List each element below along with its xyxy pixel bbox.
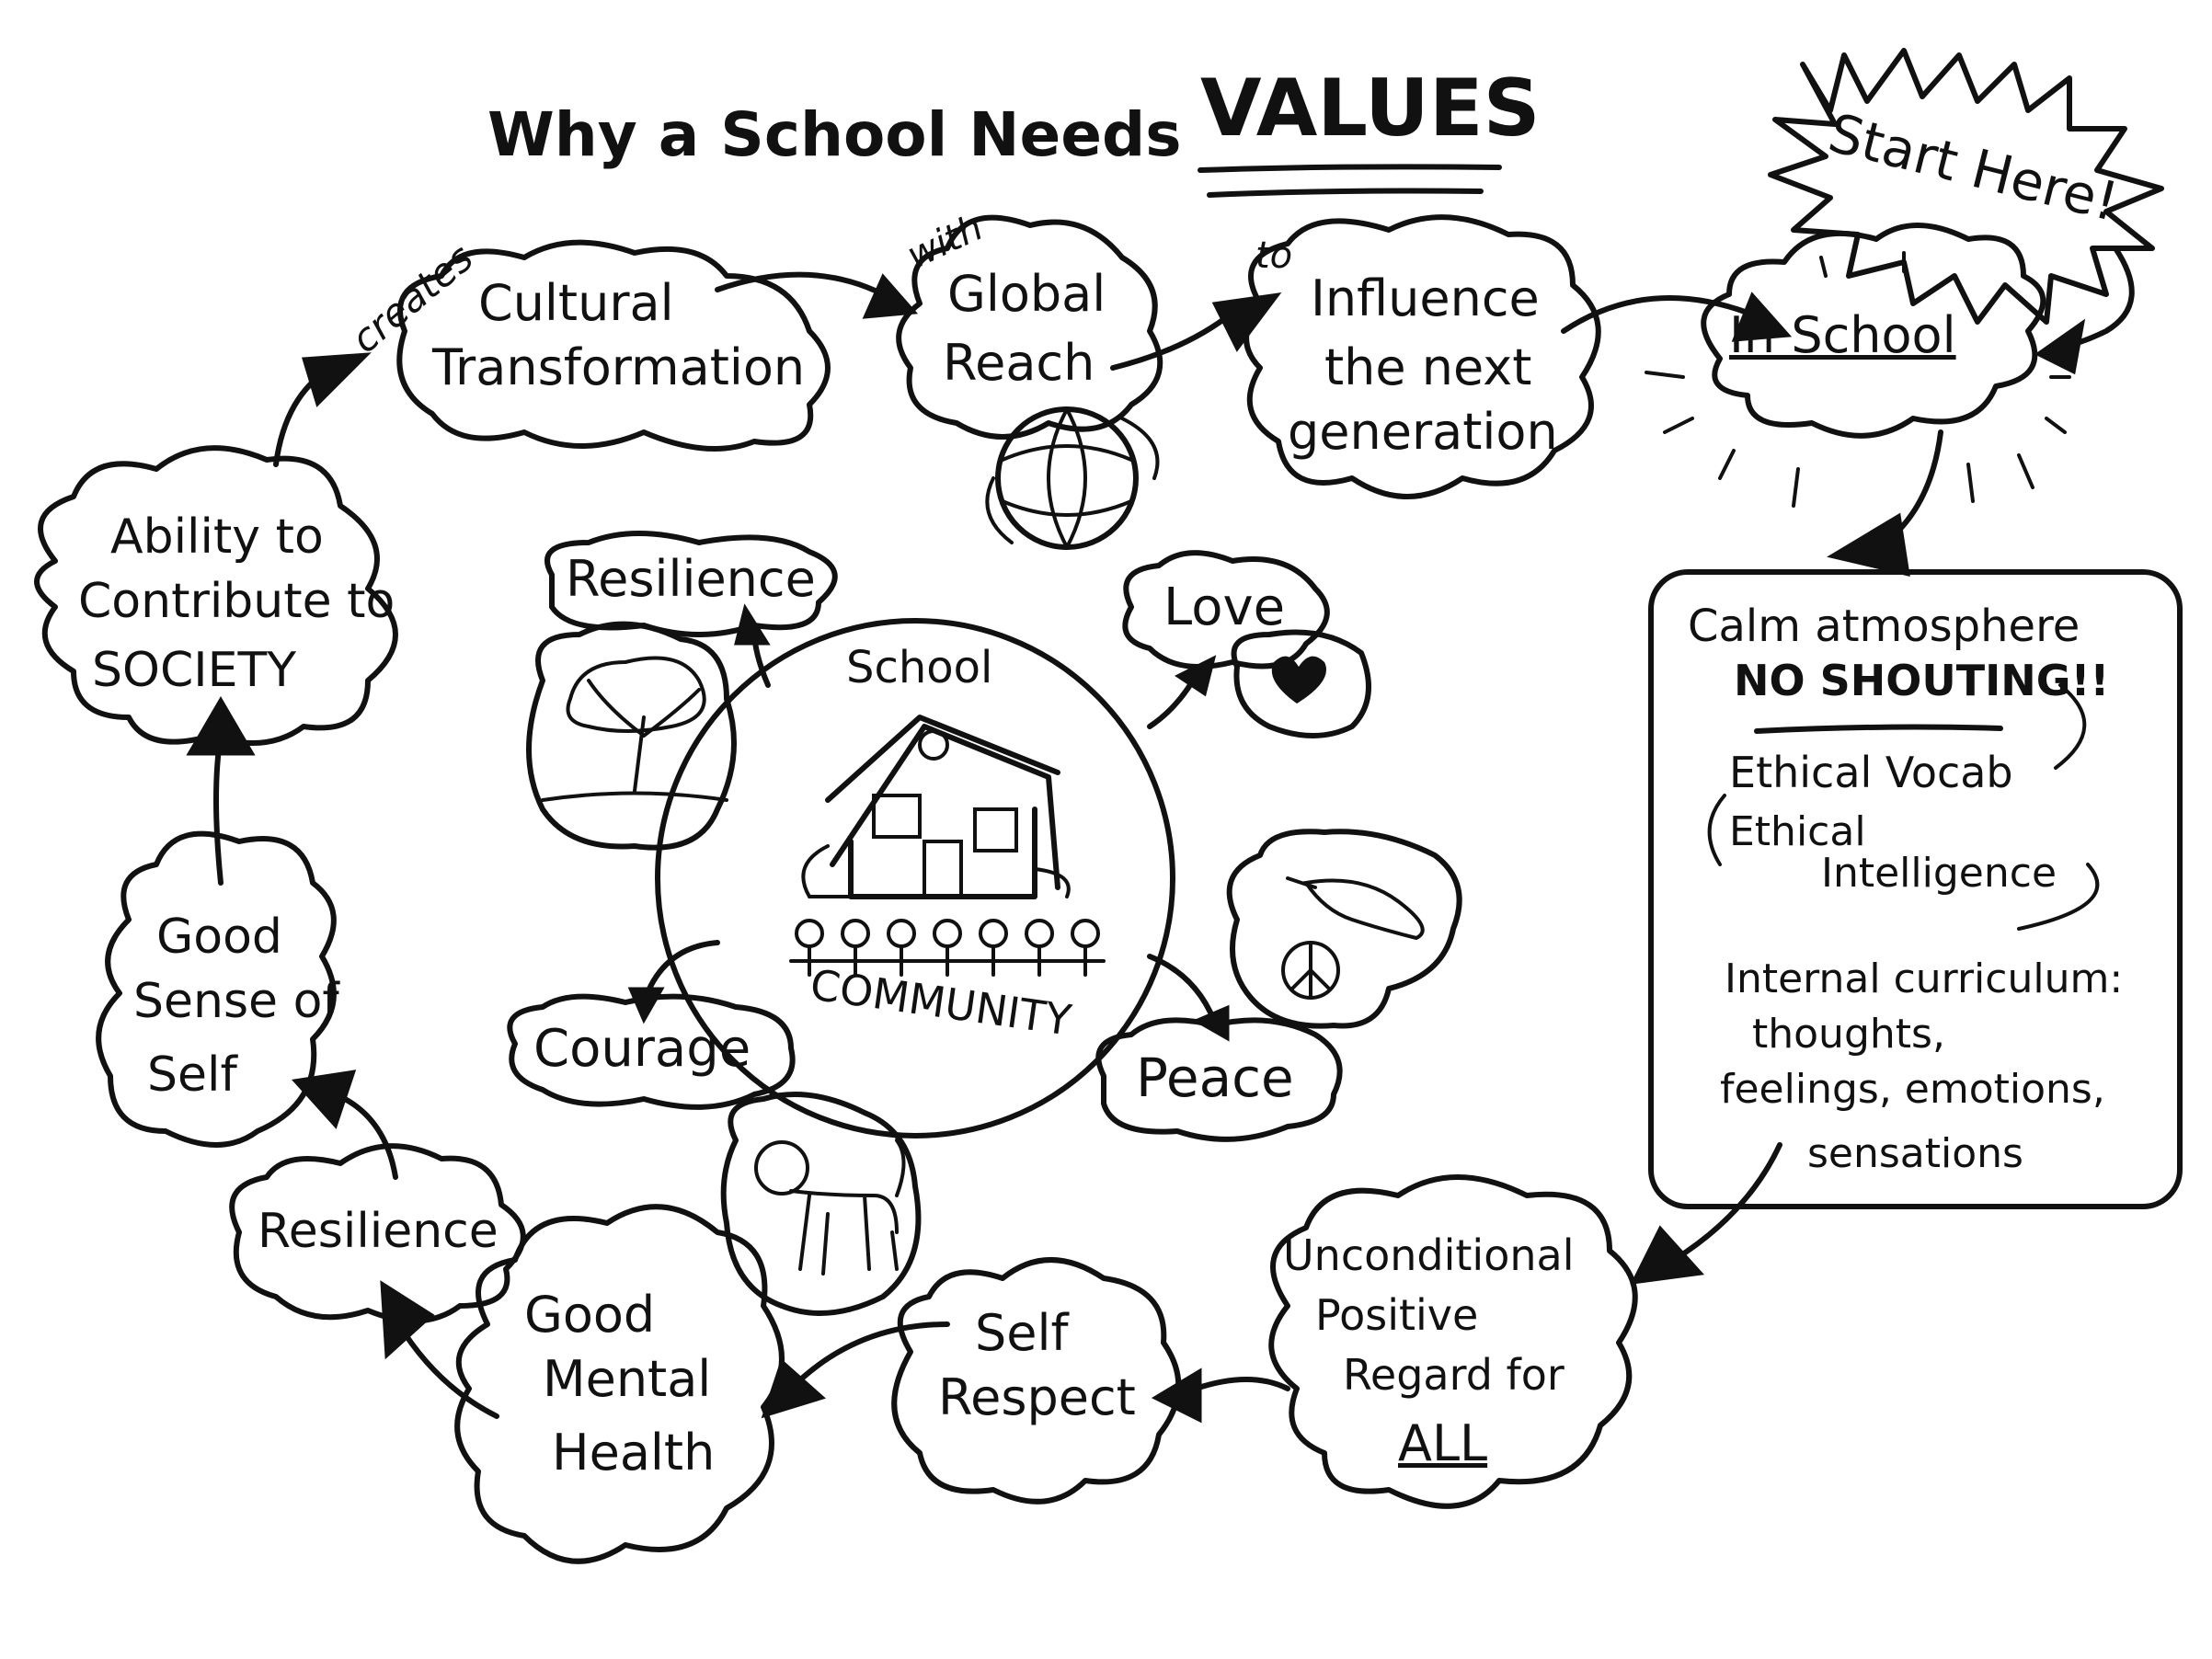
- society-line-1: Ability to: [110, 509, 324, 565]
- unconditional-line-2: Positive: [1315, 1290, 1479, 1340]
- sense-of-self-cloud: [96, 830, 337, 1148]
- box-divider: [1754, 724, 2003, 734]
- dove-icon: [1286, 876, 1425, 941]
- box-line-9: sensations: [1807, 1130, 2023, 1177]
- tree-icon: [541, 656, 728, 802]
- mental-health-line-1: Good: [524, 1286, 656, 1344]
- globe-orbit-arrows: [985, 417, 1160, 544]
- global-line-1: Global: [947, 265, 1106, 323]
- community-figures: [789, 919, 1106, 977]
- unconditional-line-4: ALL: [1398, 1414, 1488, 1472]
- mental-health-line-3: Health: [552, 1424, 716, 1482]
- arrow-soc-cult-head: [302, 352, 372, 407]
- global-cloud: [896, 214, 1163, 440]
- box-curl-2: [1707, 794, 1726, 866]
- values-box: [1648, 569, 2183, 1209]
- start-arrow-head: [2034, 318, 2086, 375]
- heart-icon: [1271, 656, 1326, 704]
- to-connector: to: [1255, 235, 1293, 277]
- value-courage-label: Courage: [533, 1019, 751, 1079]
- box-curl-1: [2054, 683, 2087, 770]
- resilience-cycle-label: Resilience: [258, 1204, 499, 1259]
- sense-of-self-line-2: Sense of: [133, 974, 339, 1029]
- title-underline: [1198, 164, 1502, 173]
- mental-health-line-2: Mental: [543, 1350, 712, 1408]
- school-house-icon: [801, 715, 1071, 899]
- arrow-ur-sr: [1193, 1377, 1290, 1391]
- tree-bubble: [526, 621, 737, 851]
- diagram-title: Why a School Needs: [487, 99, 1182, 170]
- love-value-cloud: [1122, 550, 1330, 669]
- arrow-cult-glob-head: [862, 273, 919, 319]
- self-respect-cloud: [891, 1257, 1182, 1505]
- start-here-starburst: [1768, 48, 2164, 325]
- title-underline-2: [1207, 188, 1484, 198]
- box-line-7: thoughts,: [1752, 1011, 1945, 1058]
- arrow-res-self: [342, 1096, 398, 1180]
- box-line-3: Ethical Vocab: [1729, 748, 2013, 797]
- society-line-3: SOCIETY: [92, 643, 296, 698]
- heart-bubble: [1231, 629, 1371, 738]
- sense-of-self-line-1: Good: [156, 910, 282, 965]
- diagram-title-emphasis: VALUES: [1200, 63, 1541, 154]
- box-curl-3: [2017, 863, 2100, 931]
- arrow-infl-school-head: [1731, 292, 1793, 342]
- society-cloud: [34, 445, 398, 746]
- in-school-cloud: [1701, 223, 2046, 439]
- unconditional-line-1: Unconditional: [1283, 1230, 1575, 1280]
- lion-icon: [754, 1138, 906, 1276]
- center-school-label: School: [846, 642, 993, 693]
- in-school-rays: [1645, 251, 2071, 508]
- arrow-to-peace: [1147, 954, 1217, 1024]
- self-respect-line-2: Respect: [938, 1368, 1136, 1426]
- global-line-2: Reach: [943, 334, 1095, 392]
- cultural-cloud: [396, 239, 831, 452]
- arrow-glob-infl: [1110, 310, 1235, 371]
- arrow-mh-res: [402, 1331, 499, 1419]
- influence-line-1: Influence: [1311, 269, 1540, 327]
- unconditional-cloud: [1268, 1174, 1638, 1509]
- value-resilience-label: Resilience: [566, 550, 816, 608]
- sense-of-self-line-3: Self: [147, 1047, 237, 1103]
- box-line-8: feelings, emotions,: [1720, 1066, 2105, 1113]
- cultural-line-1: Cultural: [478, 274, 674, 332]
- arrow-to-courage-head: [627, 987, 665, 1024]
- arrow-glob-infl-head: [1211, 292, 1282, 352]
- society-line-2: Contribute to: [78, 574, 395, 629]
- box-line-4: Ethical: [1729, 808, 1866, 855]
- arrow-cult-glob: [715, 271, 886, 297]
- box-line-1: Calm atmosphere: [1688, 601, 2080, 652]
- self-respect-line-1: Self: [975, 1304, 1069, 1362]
- cultural-line-2: Transformation: [432, 338, 806, 396]
- mental-health-cloud: [454, 1204, 785, 1564]
- courage-value-cloud: [507, 993, 796, 1110]
- in-school-arrow-head: [1827, 512, 1910, 577]
- arrow-self-soc-head: [186, 696, 256, 756]
- box-arrow-head: [1630, 1225, 1705, 1285]
- peace-value-cloud: [1095, 1017, 1343, 1142]
- unconditional-line-3: Regard for: [1343, 1350, 1564, 1400]
- globe-lines: [1001, 407, 1133, 549]
- resilience-cycle-cloud: [229, 1143, 526, 1324]
- peace-sign-icon: [1281, 941, 1340, 1000]
- community-circle: [655, 618, 1175, 1138]
- value-peace-label: Peace: [1136, 1047, 1294, 1109]
- arrow-self-soc: [213, 733, 223, 886]
- box-line-2: NO SHOUTING!!: [1734, 656, 2110, 705]
- box-arrow-line: [1671, 1142, 1782, 1263]
- lion-bubble: [720, 1092, 922, 1316]
- arrow-infl-school: [1561, 295, 1750, 334]
- box-line-5: Intelligence: [1821, 850, 2057, 897]
- influence-line-3: generation: [1288, 403, 1558, 461]
- value-love-label: Love: [1163, 578, 1286, 637]
- arrow-sr-mh: [788, 1321, 950, 1391]
- box-line-6: Internal curriculum:: [1725, 955, 2124, 1002]
- dove-peace-bubble: [1226, 829, 1462, 1029]
- influence-cloud: [1244, 214, 1601, 499]
- influence-line-2: the next: [1324, 338, 1532, 396]
- in-school-label: In School: [1729, 306, 1956, 364]
